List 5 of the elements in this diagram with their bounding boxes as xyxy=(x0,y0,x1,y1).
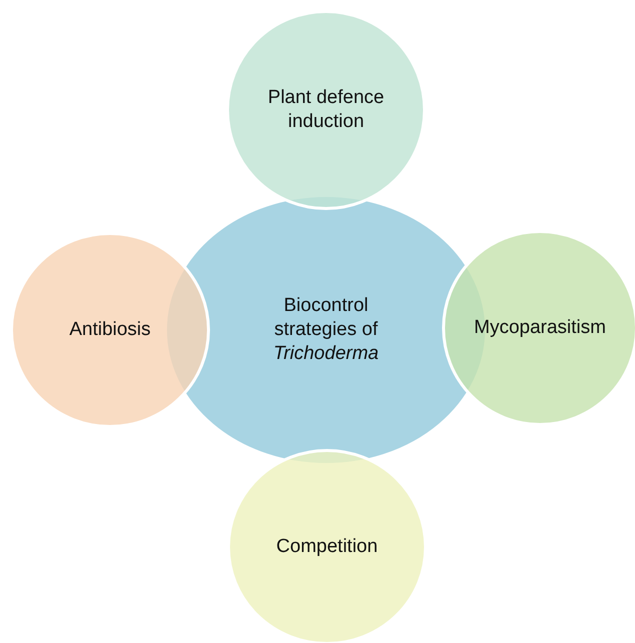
node-label: Plant defence induction xyxy=(266,86,386,134)
node-label: Antibiosis xyxy=(69,318,151,342)
node-label: Biocontrol strategies of Trichoderma xyxy=(272,294,380,366)
node-label: Mycoparasitism xyxy=(474,316,606,340)
node-label: Competition xyxy=(276,535,378,559)
